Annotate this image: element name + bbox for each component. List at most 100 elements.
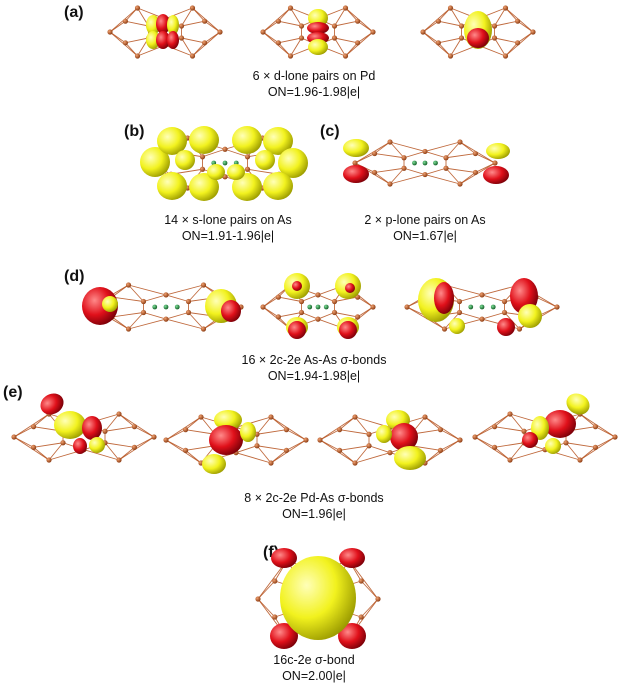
as-atom-c-15	[443, 165, 449, 171]
as-atom-d2-11	[355, 314, 361, 320]
bond-e2-3	[270, 416, 307, 441]
bond-f-6	[287, 620, 319, 640]
as-atom-d1-1	[125, 282, 132, 288]
bond-f-4	[347, 598, 379, 640]
bond-e3-2	[389, 416, 426, 428]
bond-c-3	[459, 141, 496, 164]
orbital-lobe-d2-1	[284, 273, 310, 299]
as-atom-e3-11	[437, 447, 443, 453]
pd-atom-d1-2	[174, 304, 180, 310]
as-atom-c-11	[472, 169, 478, 176]
orbital-lobe-b-7	[189, 173, 219, 201]
as-atom-c-3	[457, 139, 463, 145]
bond-e4-12	[595, 426, 616, 438]
bond-d1-16	[111, 296, 144, 302]
as-atom-e4-9	[492, 444, 498, 450]
as-atom-e3-2	[387, 424, 393, 430]
bond-f-27	[287, 608, 301, 640]
bond-e4-3	[579, 413, 616, 438]
bond-d2-14	[345, 284, 358, 298]
caption-d: 16 × 2c-2e As-As σ-bonds ON=1.94-1.98|e|	[194, 352, 434, 384]
bond-a2-4	[345, 31, 374, 57]
bond-b-20	[247, 151, 280, 158]
orbital-lobe-a1-1	[146, 15, 160, 35]
as-atom-f-2	[315, 574, 321, 580]
bond-e2-20	[256, 429, 287, 435]
bond-a2-17	[278, 37, 302, 44]
bond-d2-18	[301, 294, 319, 302]
as-atom-d2-12	[298, 298, 305, 305]
bond-a3-6	[450, 44, 479, 57]
as-atom-d3-6	[479, 316, 485, 322]
bond-e4-29	[565, 442, 581, 461]
bond-e1-5	[83, 449, 120, 461]
orbital-lobe-d1-3	[205, 289, 237, 323]
bond-e2-27	[200, 445, 216, 464]
as-atom-f-9	[272, 614, 278, 620]
as-atom-f-5	[345, 636, 351, 642]
bond-c-18	[403, 151, 426, 159]
caption-c-line1: 2 × p-lone pairs on As	[364, 213, 486, 227]
bond-a2-0	[262, 7, 291, 33]
bond-b-7	[149, 162, 188, 189]
as-atom-e4-4	[612, 434, 618, 440]
bond-e3-4	[424, 439, 461, 464]
bond-e3-26	[354, 416, 370, 435]
as-atom-e3-7	[352, 460, 358, 466]
bond-e1-10	[33, 413, 50, 427]
bond-e3-17	[339, 445, 370, 451]
caption-d-line1: 16 × 2c-2e As-As σ-bonds	[241, 353, 387, 367]
orbital-lobe-e1-2	[54, 411, 86, 439]
pd-atom-d3-1	[479, 304, 485, 310]
as-atom-d3-13	[456, 309, 463, 316]
as-atom-a1-0	[107, 29, 113, 35]
bond-a1-10	[125, 7, 138, 22]
bond-d3-19	[459, 312, 483, 320]
as-atom-a1-5	[189, 53, 196, 59]
as-atom-e1-14	[102, 428, 108, 434]
bond-e4-28	[565, 413, 581, 432]
bond-e3-5	[389, 452, 426, 464]
as-atom-a3-15	[491, 35, 498, 41]
bond-d1-28	[188, 284, 204, 302]
bond-a3-22	[477, 18, 495, 27]
bond-a3-28	[494, 7, 506, 27]
bond-d1-11	[111, 316, 129, 330]
bond-e3-15	[424, 450, 441, 464]
as-atom-f-7	[285, 636, 291, 642]
orbital-lobe-e2-2	[209, 425, 243, 455]
as-atom-d2-0	[260, 304, 266, 310]
orbital-lobe-b-5	[278, 148, 308, 178]
as-atom-e1-2	[81, 421, 87, 427]
bond-a3-14	[505, 7, 518, 22]
bond-e1-7	[13, 436, 50, 461]
bond-b-23	[224, 168, 248, 178]
bond-d3-9	[406, 306, 429, 318]
pd-atom-d3-0	[468, 304, 474, 310]
bond-e4-4	[579, 436, 616, 461]
as-atom-b-11	[276, 171, 282, 177]
bond-d3-17	[427, 312, 460, 318]
caption-c-line2: ON=1.67|e|	[393, 229, 457, 243]
orbital-lobe-d2-6	[288, 321, 306, 339]
as-atom-a2-13	[298, 35, 305, 41]
orbital-lobe-b-13	[227, 164, 245, 180]
bond-c-17	[374, 167, 405, 173]
as-atom-d1-3	[200, 282, 207, 288]
bond-a3-10	[438, 7, 451, 22]
bond-a3-16	[438, 20, 462, 27]
bond-a1-16	[125, 20, 149, 27]
bond-e2-12	[286, 429, 307, 441]
bond-e2-15	[270, 450, 287, 464]
panel-label-c: (c)	[320, 123, 340, 140]
as-atom-e3-12	[366, 431, 372, 437]
bond-e4-1	[509, 413, 546, 425]
orbital-lobe-e4-3	[531, 416, 549, 440]
as-atom-a1-14	[178, 23, 185, 29]
as-atom-e2-14	[254, 431, 260, 437]
as-atom-e2-11	[283, 447, 289, 453]
as-atom-e2-3	[268, 414, 274, 420]
as-atom-d1-13	[140, 309, 147, 316]
caption-f: 16c-2e σ-bond ON=2.00|e|	[234, 652, 394, 684]
as-atom-c-1	[387, 139, 393, 145]
